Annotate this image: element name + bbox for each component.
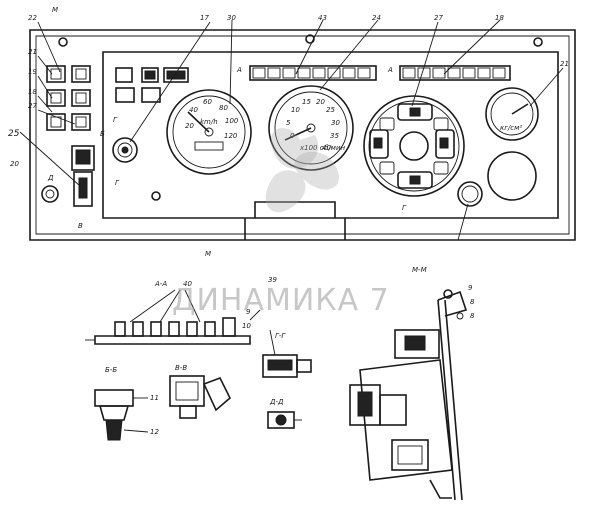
section-vv (169, 375, 231, 419)
section-g-left: Г (113, 116, 118, 124)
tacho-tick-5: 5 (286, 119, 291, 127)
callout-27-left: 27 (28, 102, 37, 110)
section-g-left2: Г (115, 179, 120, 187)
speedo-tick-80: 80 (219, 104, 228, 112)
section-gg (262, 329, 312, 378)
callout-18: 18 (28, 88, 37, 96)
tacho-unit: x100 об/мин (299, 144, 346, 152)
watermark-text: ДИНАМИКА 7 (172, 283, 390, 318)
section-a-left: А (236, 66, 242, 74)
section-mm (349, 289, 468, 501)
watermark: ДИНАМИКА 7 (172, 128, 390, 318)
section-dd-title: Д-Д (269, 398, 284, 406)
callout-22: 22 (28, 14, 37, 22)
panel-housing (29, 29, 576, 241)
callout-40: 40 (183, 280, 192, 288)
speedometer-gauge: 20 40 60 80 100 120 km/h (166, 89, 252, 175)
callout-12: 12 (150, 428, 159, 436)
section-letters: М М М-М А-А Б-Б В-В Г-Г Д-Д Г Г А А Д В … (47, 6, 427, 406)
round-cover (487, 151, 537, 201)
callout-25: 25 (8, 129, 20, 139)
section-bb-title: Б-Б (105, 366, 117, 374)
section-v-letter: В (78, 222, 83, 230)
tacho-tick-20: 20 (316, 98, 325, 106)
speedo-tick-120: 120 (224, 132, 238, 140)
callout-10: 10 (242, 322, 251, 330)
pressure-unit: кг/см² (500, 124, 522, 132)
section-a-right: А (387, 66, 393, 74)
callout-24-top: 24 (372, 14, 381, 22)
lamp-strip-center (249, 65, 377, 81)
tacho-tick-25: 25 (326, 106, 335, 114)
callout-8: 8 (470, 298, 475, 306)
speedo-unit: km/h (200, 118, 218, 126)
leader-lines (19, 19, 564, 241)
tacho-tick-0: 0 (290, 132, 295, 140)
section-gg-title: Г-Г (275, 332, 286, 340)
speedo-tick-20: 20 (185, 122, 194, 130)
section-vv-title: В-В (175, 364, 187, 372)
section-m-bottom: М (205, 250, 211, 258)
callout-39: 39 (268, 276, 277, 284)
callout-27: 27 (434, 14, 443, 22)
callout-19: 19 (28, 68, 37, 76)
left-switch-cluster (41, 65, 95, 207)
section-mm-title: М-М (412, 266, 427, 274)
callout-20: 20 (10, 160, 19, 168)
callout-18-right: 18 (495, 14, 504, 22)
section-b-letter: Б (100, 130, 105, 138)
callout-43: 43 (318, 14, 327, 22)
knob-24 (457, 181, 483, 207)
tacho-tick-10: 10 (291, 106, 300, 114)
callout-21: 21 (28, 48, 37, 56)
callout-21-right: 21 (560, 60, 569, 68)
callout-30: 30 (227, 14, 236, 22)
tacho-tick-30: 30 (331, 119, 340, 127)
callout-11: 11 (150, 394, 159, 402)
section-d-letter: Д (47, 174, 54, 182)
section-aa (85, 289, 261, 345)
tachometer-gauge: 0 5 10 15 20 25 30 35 40 x100 об/мин (268, 85, 354, 171)
pressure-gauge: кг/см² (485, 87, 539, 141)
section-m-top: М (52, 6, 58, 14)
speedo-tick-60: 60 (203, 98, 212, 106)
callout-17: 17 (200, 14, 209, 22)
section-aa-title: А-А (154, 280, 167, 288)
lamp-strip-right (399, 65, 511, 81)
speedo-tick-100: 100 (225, 117, 239, 125)
speedo-tick-40: 40 (189, 106, 198, 114)
section-bb (94, 389, 149, 441)
callout-9-mm: 9 (468, 284, 473, 292)
tacho-tick-35: 35 (330, 132, 339, 140)
lamp-block-left (112, 67, 189, 163)
tacho-tick-15: 15 (302, 98, 311, 106)
callout-labels: 22 21 19 18 17 20 25 27 30 43 24 27 18 2… (8, 14, 569, 436)
tacho-tick-40: 40 (322, 144, 331, 152)
section-gamma-mid: Г (402, 204, 407, 212)
section-dd (267, 411, 302, 429)
combination-gauge (363, 95, 465, 197)
callout-8b: 8 (470, 312, 475, 320)
callout-9-aa: 9 (246, 308, 251, 316)
